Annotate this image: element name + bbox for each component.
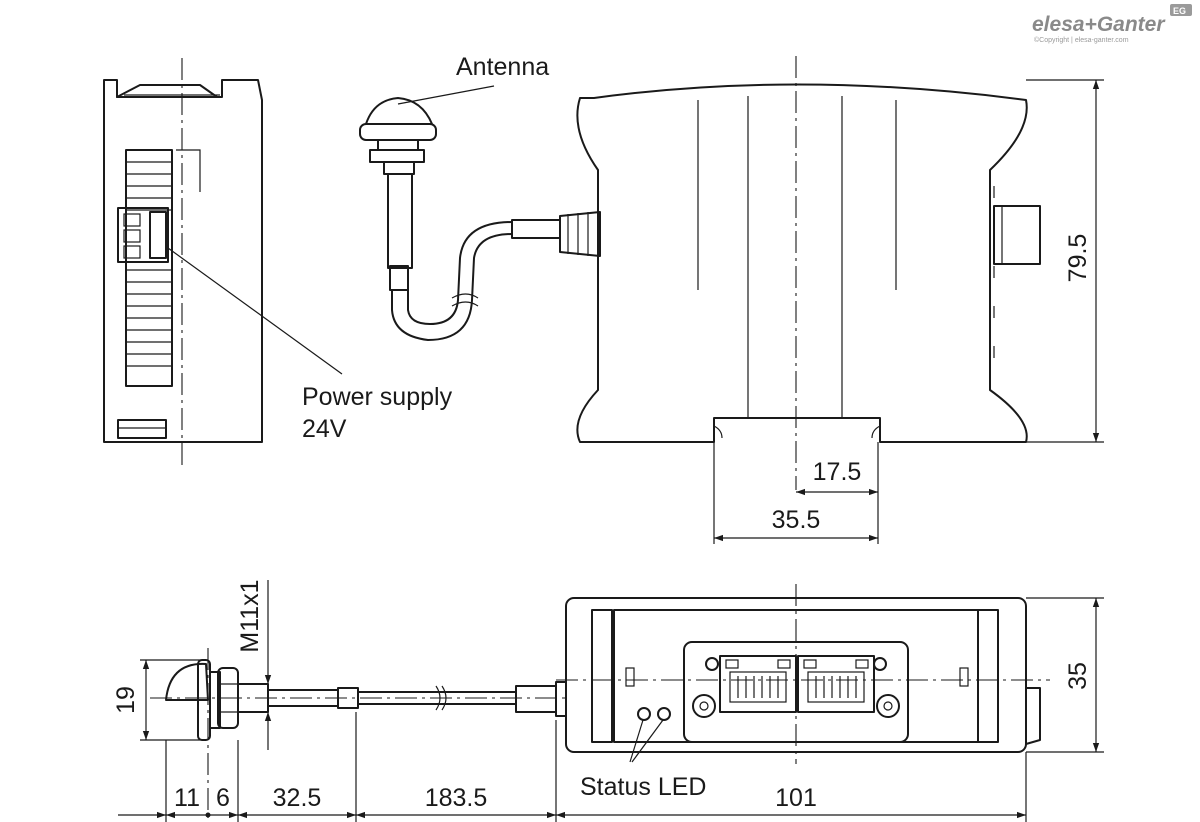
dim-antenna-dia: 19 [112, 686, 140, 714]
antenna-profile [140, 580, 567, 822]
brand-name: elesa+Ganter [1032, 13, 1166, 36]
brand-badge-box [1170, 4, 1192, 16]
dim-length: 101 [775, 784, 817, 812]
antenna-label: Antenna [456, 53, 549, 81]
dim-stem: 32.5 [273, 784, 322, 812]
dim-rail-width: 35.5 [772, 506, 821, 534]
dim-cable: 183.5 [425, 784, 488, 812]
dim-antenna-cap: 11 [174, 784, 200, 812]
dim-nut: 6 [216, 784, 230, 812]
brand-logo: elesa+Ganter EG ©Copyright | elesa-gante… [1032, 4, 1192, 44]
dim-depth: 35 [1064, 662, 1092, 690]
dim-thread: M11x1 [236, 579, 264, 652]
power-voltage-label: 24V [302, 415, 347, 443]
status-led-2 [657, 707, 671, 721]
dim-rail-half: 17.5 [813, 458, 862, 486]
front-view [576, 56, 1104, 544]
status-led-1 [637, 707, 651, 721]
brand-copyright: ©Copyright | elesa-ganter.com [1034, 36, 1129, 44]
chain-dimensions [118, 712, 1027, 822]
brand-badge: EG [1173, 6, 1186, 16]
side-view [103, 58, 343, 466]
dim-height: 79.5 [1064, 234, 1092, 283]
power-supply-label: Power supply [302, 383, 453, 411]
status-led-label: Status LED [580, 773, 706, 801]
device-top-view [556, 584, 1104, 764]
antenna-assembly [359, 85, 601, 341]
